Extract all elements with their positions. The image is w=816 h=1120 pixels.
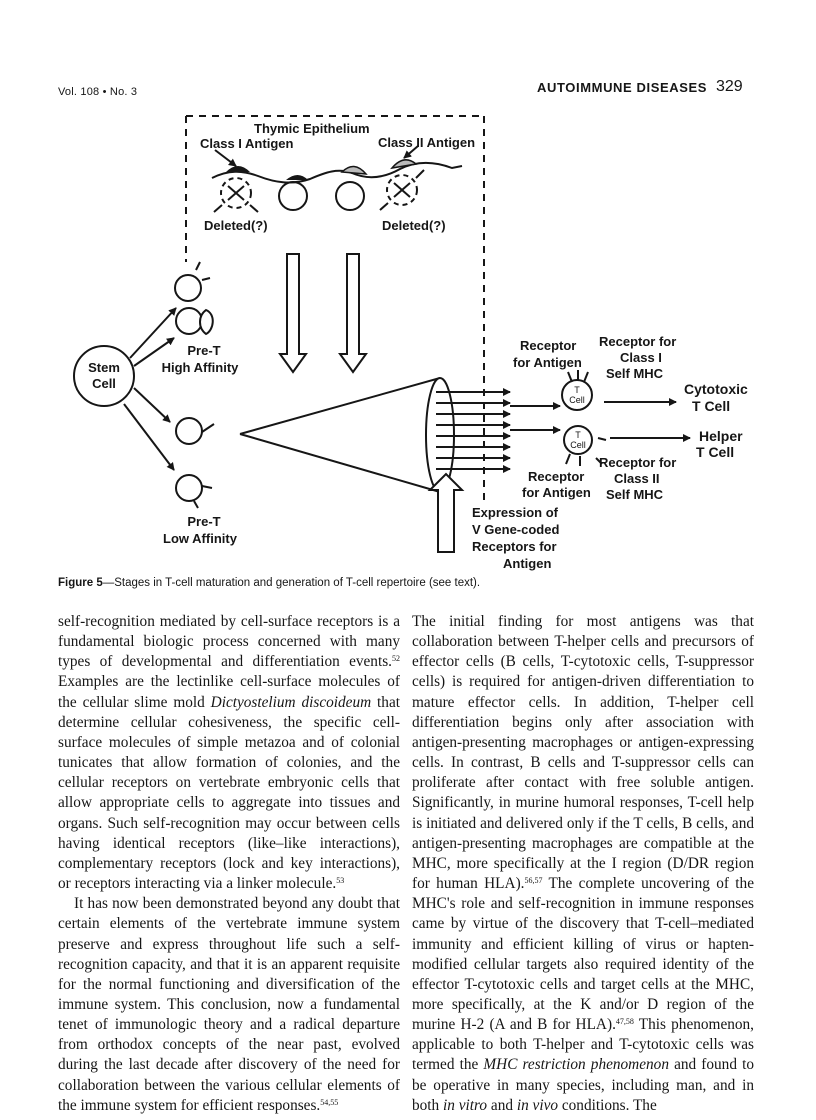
label-helper-t-cell: Helper T Cell [696,428,746,460]
stem-cell [73,345,135,407]
running-header-right: AUTOIMMUNE DISEASES [537,80,708,95]
text: The initial finding for most antigens wa… [412,613,754,893]
label-receptor-for-antigen-top: Receptor for Antigen [513,338,582,370]
label-expression: Expression of V Gene-coded Receptors for… [472,505,563,571]
class1-antigen-bump [226,166,250,172]
label-pre-t-high: Pre-T [187,343,220,358]
term: MHC restriction phenomenon [483,1056,669,1074]
label-receptor-class1: Receptor for Class I Self MHC [599,334,680,381]
selection-arrow-right [338,253,368,374]
label-high-affinity: High Affinity [162,360,240,375]
figure-5-diagram: Thymic Epithelium Class I Antigen Class … [73,115,752,571]
text: and [487,1096,517,1114]
pre-t-high-cell-1 [174,261,211,302]
text: and found to be operative in many specie… [412,1056,754,1114]
t-cell-helper [563,425,607,466]
running-header-left: Vol. 108 • No. 3 [58,86,138,98]
thymic-epithelium-line [211,161,463,184]
label-pre-t-low: Pre-T [187,514,220,529]
label-receptor-class2: Receptor for Class II Self MHC [599,455,680,502]
label-receptor-for-antigen-bottom: Receptor for Antigen [522,469,591,500]
figure-caption: Figure 5—Stages in T-cell maturation and… [58,577,480,589]
reference: 52 [392,654,400,664]
label-thymic-epithelium: Thymic Epithelium [254,121,370,136]
arrow-stem-to-pre-t-high-2 [133,337,175,367]
right-column: The initial finding for most antigens wa… [412,612,754,1116]
thymocyte [335,181,365,211]
arrow-stem-to-pre-t-high-1 [129,307,177,359]
text: that determine cellular cohesiveness, th… [58,693,400,893]
arrow-stem-to-pre-t-low-1 [133,387,171,423]
reference: 54,55 [320,1097,339,1107]
term: in vitro [443,1096,488,1114]
page-number: 329 [716,78,743,95]
paragraph: self-recognition mediated by cell-surfac… [58,612,400,894]
reference: 53 [336,876,345,886]
pre-t-high-cell-2 [175,307,214,336]
pre-t-low-cell-2 [175,474,213,509]
label-stem: Stem [88,360,120,375]
class2-antigen-bump-right [390,159,418,170]
t-cell-sub-label: Cell [570,440,586,450]
repertoire-arrows [436,388,511,473]
text: It has now been demonstrated beyond any … [58,895,400,1114]
class2-antigen-bump-left [340,165,368,175]
label-deleted-left: Deleted(?) [204,218,268,233]
pre-t-low-cell-1 [175,417,215,445]
label-cytotoxic-t-cell: Cytotoxic T Cell [684,381,752,414]
repertoire-cone [239,377,441,493]
thymus-dashed-boundary [185,115,485,500]
label-class1-antigen: Class I Antigen [200,136,293,151]
figure-label: Figure 5 [58,577,103,589]
deleted-cell-right [379,169,425,211]
t-cell-label: T [574,385,580,395]
reference: 47,58 [615,1017,634,1027]
caption-text: —Stages in T-cell maturation and generat… [102,577,481,589]
arrow-class2 [403,145,419,159]
t-cell-cytotoxic [561,370,593,411]
reference: 56,57 [524,876,543,886]
arrow-class1 [214,149,237,167]
left-column: self-recognition mediated by cell-surfac… [58,612,400,1116]
label-stem-cell: Cell [92,376,116,391]
text: The complete uncovering of the MHC's rol… [412,875,754,1034]
term: in vivo [516,1096,559,1114]
label-class2-antigen: Class II Antigen [378,135,475,150]
paragraph: The initial finding for most antigens wa… [412,612,754,1116]
species-name: Dictyostelium discoideum [210,693,372,711]
label-deleted-right: Deleted(?) [382,218,446,233]
paragraph: It has now been demonstrated beyond any … [58,894,400,1116]
thymocyte [278,181,308,211]
t-cell-label: T [575,430,581,440]
self-antigen-bump [286,175,308,180]
t-cell-sub-label: Cell [569,395,585,405]
text: This phenomenon, applicable to both T-he… [412,1016,754,1074]
text: Examples are the lectinlike cell-surface… [58,673,400,711]
text: conditions. The [558,1096,657,1114]
selection-arrow-left [278,253,308,374]
expression-arrow [427,472,465,553]
arrow-stem-to-pre-t-low-2 [123,403,175,471]
label-low-affinity: Low Affinity [163,531,238,546]
deleted-cell-left [213,177,259,213]
text: self-recognition mediated by cell-surfac… [58,613,400,671]
